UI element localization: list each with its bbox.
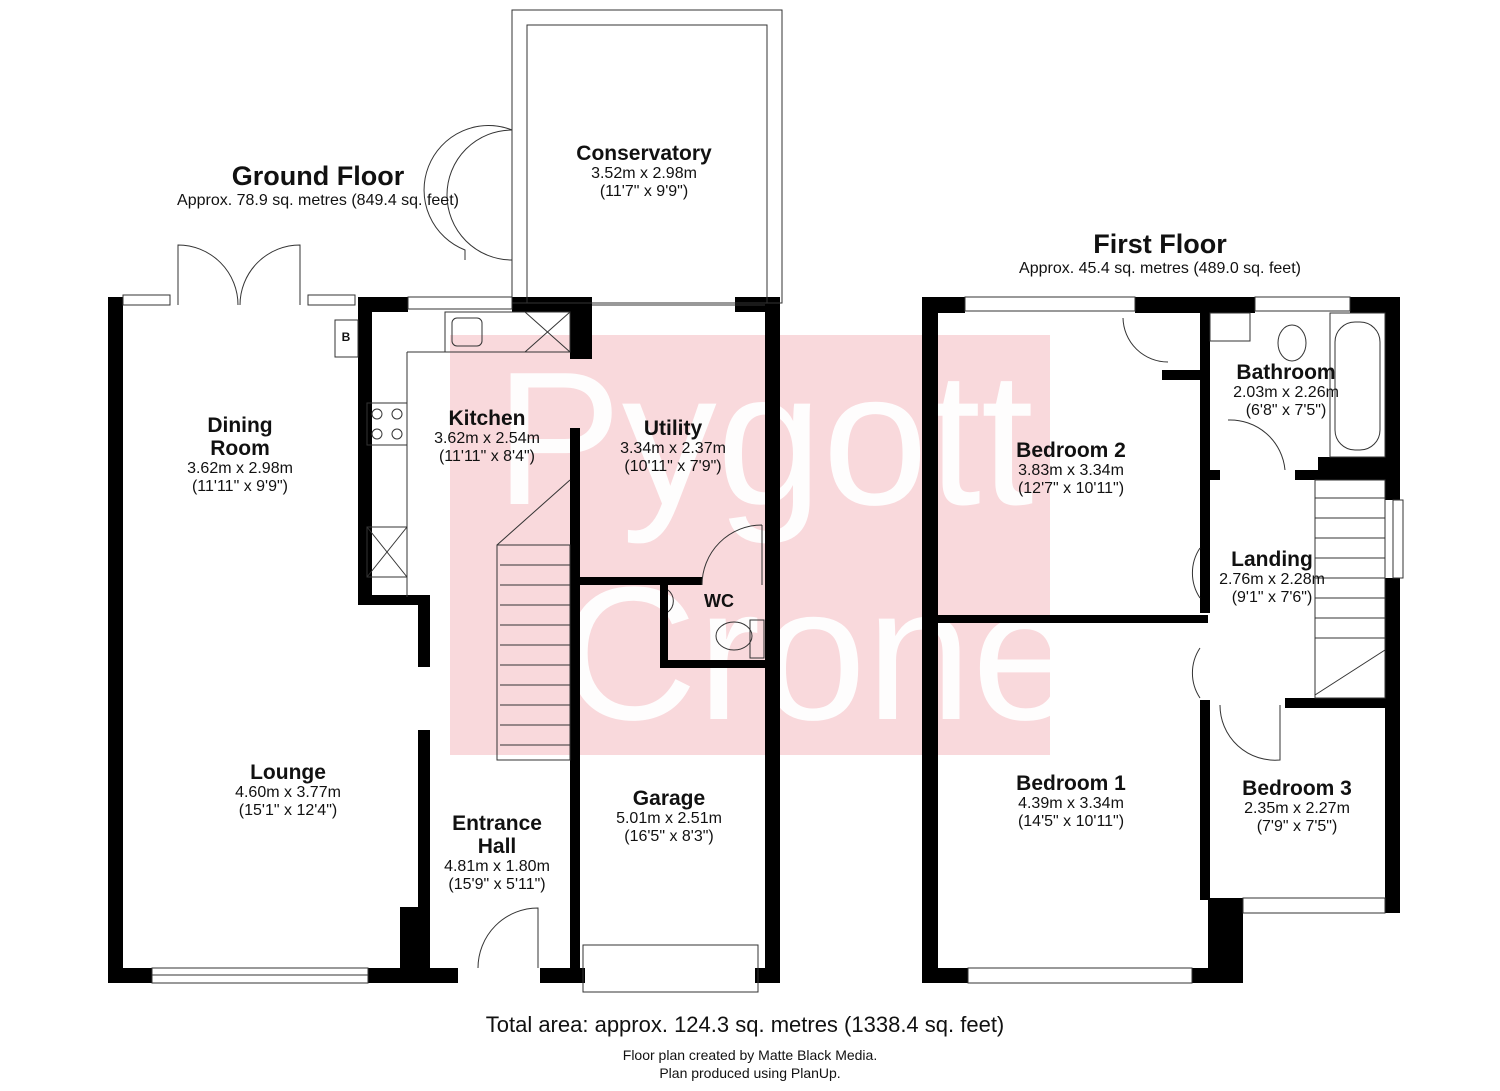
first-floor-heading: First Floor Approx. 45.4 sq. metres (489… [1019,229,1301,277]
room-entrance-hall: Entrance Hall 4.81m x 1.80m (15'9" x 5'1… [444,812,550,893]
credit-creator: Floor plan created by Matte Black Media. [622,1047,878,1063]
room-kitchen: Kitchen 3.62m x 2.54m (11'11" x 8'4") [434,407,540,465]
room-bedroom-1: Bedroom 1 4.39m x 3.34m (14'5" x 10'11") [1016,772,1126,830]
first-floor-walls [922,297,1400,983]
credit-software: Plan produced using PlanUp. [659,1065,841,1081]
ground-floor-walls [108,297,780,983]
ground-floor-fixtures [122,9,783,993]
room-utility: Utility 3.34m x 2.37m (10'11" x 7'9") [620,417,726,475]
room-garage: Garage 5.01m x 2.51m (16'5" x 8'3") [616,787,722,845]
first-floor-area: Approx. 45.4 sq. metres (489.0 sq. feet) [1019,259,1301,277]
ground-floor-title: Ground Floor [231,161,405,191]
watermark-text-1: Pygott [495,333,1034,545]
ground-floor-heading: Ground Floor Approx. 78.9 sq. metres (84… [177,161,459,209]
room-dining-room: Dining Room 3.62m x 2.98m (11'11" x 9'9"… [187,414,293,495]
room-conservatory: Conservatory 3.52m x 2.98m (11'7" x 9'9"… [576,142,712,200]
first-floor-title: First Floor [1093,229,1227,259]
room-lounge: Lounge 4.60m x 3.77m (15'1" x 12'4") [235,761,341,819]
room-landing: Landing 2.76m x 2.28m (9'1" x 7'6") [1219,548,1325,606]
room-bedroom-3: Bedroom 3 2.35m x 2.27m (7'9" x 7'5") [1242,777,1352,835]
total-area: Total area: approx. 124.3 sq. metres (13… [485,1012,1005,1037]
room-bedroom-2: Bedroom 2 3.83m x 3.34m (12'7" x 10'11") [1016,439,1126,497]
stair-treads [500,564,570,746]
room-bathroom: Bathroom 2.03m x 2.26m (6'8" x 7'5") [1233,361,1339,419]
room-wc: WC [704,591,734,611]
boiler-label: B [341,330,351,344]
ground-floor-area: Approx. 78.9 sq. metres (849.4 sq. feet) [177,191,459,209]
first-floor-fixtures [964,296,1404,984]
